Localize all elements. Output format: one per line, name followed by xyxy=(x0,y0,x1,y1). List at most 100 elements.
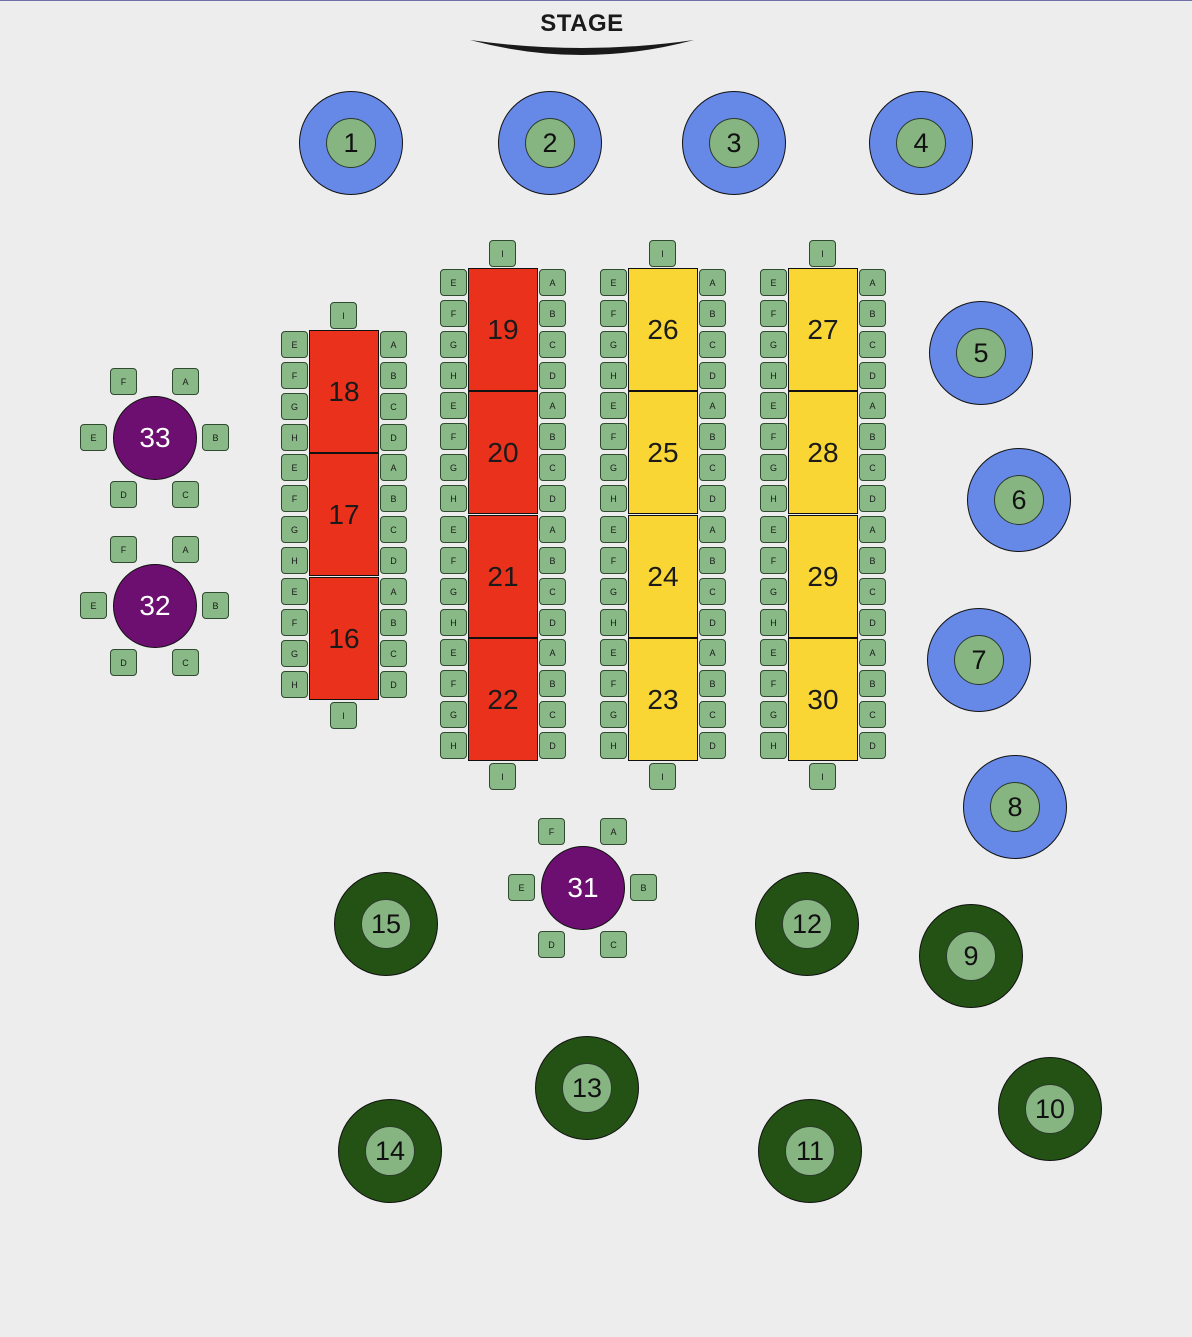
seat-f[interactable]: F xyxy=(281,362,308,389)
seat-h[interactable]: H xyxy=(440,609,467,636)
seat-a[interactable]: A xyxy=(539,639,566,666)
table-19[interactable]: 19 xyxy=(468,268,538,391)
table-15[interactable]: 15 xyxy=(334,872,438,976)
seat-h[interactable]: H xyxy=(440,732,467,759)
seat-c[interactable]: C xyxy=(699,578,726,605)
table-4[interactable]: 4 xyxy=(869,91,973,195)
table-21[interactable]: 21 xyxy=(468,515,538,638)
seat-f[interactable]: F xyxy=(440,423,467,450)
table-5[interactable]: 5 xyxy=(929,301,1033,405)
seat-a[interactable]: A xyxy=(539,269,566,296)
seat-e[interactable]: E xyxy=(600,639,627,666)
seat-f[interactable]: F xyxy=(110,536,137,563)
seat-a[interactable]: A xyxy=(380,578,407,605)
seat-f[interactable]: F xyxy=(600,423,627,450)
table-27[interactable]: 27 xyxy=(788,268,858,391)
seat-a[interactable]: A xyxy=(859,269,886,296)
table-13[interactable]: 13 xyxy=(535,1036,639,1140)
seat-g[interactable]: G xyxy=(440,331,467,358)
seat-h[interactable]: H xyxy=(281,671,308,698)
table-32[interactable]: 32 xyxy=(113,564,197,648)
seat-b[interactable]: B xyxy=(539,670,566,697)
seat-d[interactable]: D xyxy=(539,609,566,636)
seat-g[interactable]: G xyxy=(281,516,308,543)
seat-g[interactable]: G xyxy=(600,701,627,728)
seat-g[interactable]: G xyxy=(760,454,787,481)
table-30[interactable]: 30 xyxy=(788,638,858,761)
seat-a[interactable]: A xyxy=(699,269,726,296)
seat-e[interactable]: E xyxy=(440,516,467,543)
seat-e[interactable]: E xyxy=(281,454,308,481)
seat-h[interactable]: H xyxy=(440,485,467,512)
seat-d[interactable]: D xyxy=(110,481,137,508)
seat-b[interactable]: B xyxy=(859,423,886,450)
seat-a[interactable]: A xyxy=(380,454,407,481)
table-3[interactable]: 3 xyxy=(682,91,786,195)
seat-g[interactable]: G xyxy=(600,454,627,481)
seat-d[interactable]: D xyxy=(380,424,407,451)
seat-f[interactable]: F xyxy=(440,547,467,574)
seat-d[interactable]: D xyxy=(699,485,726,512)
table-9[interactable]: 9 xyxy=(919,904,1023,1008)
seat-i[interactable]: I xyxy=(809,763,836,790)
seat-g[interactable]: G xyxy=(760,701,787,728)
seat-d[interactable]: D xyxy=(859,609,886,636)
seat-c[interactable]: C xyxy=(859,701,886,728)
seat-c[interactable]: C xyxy=(172,481,199,508)
seat-g[interactable]: G xyxy=(281,393,308,420)
seat-d[interactable]: D xyxy=(380,671,407,698)
seat-b[interactable]: B xyxy=(539,423,566,450)
seat-h[interactable]: H xyxy=(760,732,787,759)
seat-h[interactable]: H xyxy=(600,485,627,512)
seat-h[interactable]: H xyxy=(600,609,627,636)
seat-c[interactable]: C xyxy=(600,931,627,958)
seat-c[interactable]: C xyxy=(699,454,726,481)
seat-b[interactable]: B xyxy=(630,874,657,901)
seat-b[interactable]: B xyxy=(380,609,407,636)
seat-b[interactable]: B xyxy=(380,485,407,512)
seat-d[interactable]: D xyxy=(539,732,566,759)
table-2[interactable]: 2 xyxy=(498,91,602,195)
seat-e[interactable]: E xyxy=(440,269,467,296)
table-11[interactable]: 11 xyxy=(758,1099,862,1203)
seat-e[interactable]: E xyxy=(80,424,107,451)
table-14[interactable]: 14 xyxy=(338,1099,442,1203)
table-22[interactable]: 22 xyxy=(468,638,538,761)
seat-d[interactable]: D xyxy=(538,931,565,958)
seat-a[interactable]: A xyxy=(172,368,199,395)
table-24[interactable]: 24 xyxy=(628,515,698,638)
seat-a[interactable]: A xyxy=(699,392,726,419)
seat-g[interactable]: G xyxy=(440,701,467,728)
seat-c[interactable]: C xyxy=(539,701,566,728)
seat-e[interactable]: E xyxy=(440,392,467,419)
table-26[interactable]: 26 xyxy=(628,268,698,391)
seat-f[interactable]: F xyxy=(760,670,787,697)
seat-h[interactable]: H xyxy=(760,362,787,389)
seat-b[interactable]: B xyxy=(859,670,886,697)
seat-f[interactable]: F xyxy=(600,547,627,574)
seat-d[interactable]: D xyxy=(699,362,726,389)
seat-f[interactable]: F xyxy=(110,368,137,395)
seat-f[interactable]: F xyxy=(281,609,308,636)
seat-f[interactable]: F xyxy=(538,818,565,845)
seat-g[interactable]: G xyxy=(440,454,467,481)
table-33[interactable]: 33 xyxy=(113,396,197,480)
table-12[interactable]: 12 xyxy=(755,872,859,976)
seat-f[interactable]: F xyxy=(760,547,787,574)
seat-e[interactable]: E xyxy=(760,269,787,296)
table-7[interactable]: 7 xyxy=(927,608,1031,712)
seat-b[interactable]: B xyxy=(539,300,566,327)
seat-e[interactable]: E xyxy=(600,269,627,296)
seat-c[interactable]: C xyxy=(380,640,407,667)
table-23[interactable]: 23 xyxy=(628,638,698,761)
table-25[interactable]: 25 xyxy=(628,391,698,514)
seat-h[interactable]: H xyxy=(281,424,308,451)
seat-i[interactable]: I xyxy=(649,763,676,790)
seat-h[interactable]: H xyxy=(760,609,787,636)
seat-b[interactable]: B xyxy=(380,362,407,389)
seat-e[interactable]: E xyxy=(508,874,535,901)
seat-a[interactable]: A xyxy=(600,818,627,845)
seat-d[interactable]: D xyxy=(859,732,886,759)
seat-e[interactable]: E xyxy=(760,516,787,543)
seat-b[interactable]: B xyxy=(202,592,229,619)
